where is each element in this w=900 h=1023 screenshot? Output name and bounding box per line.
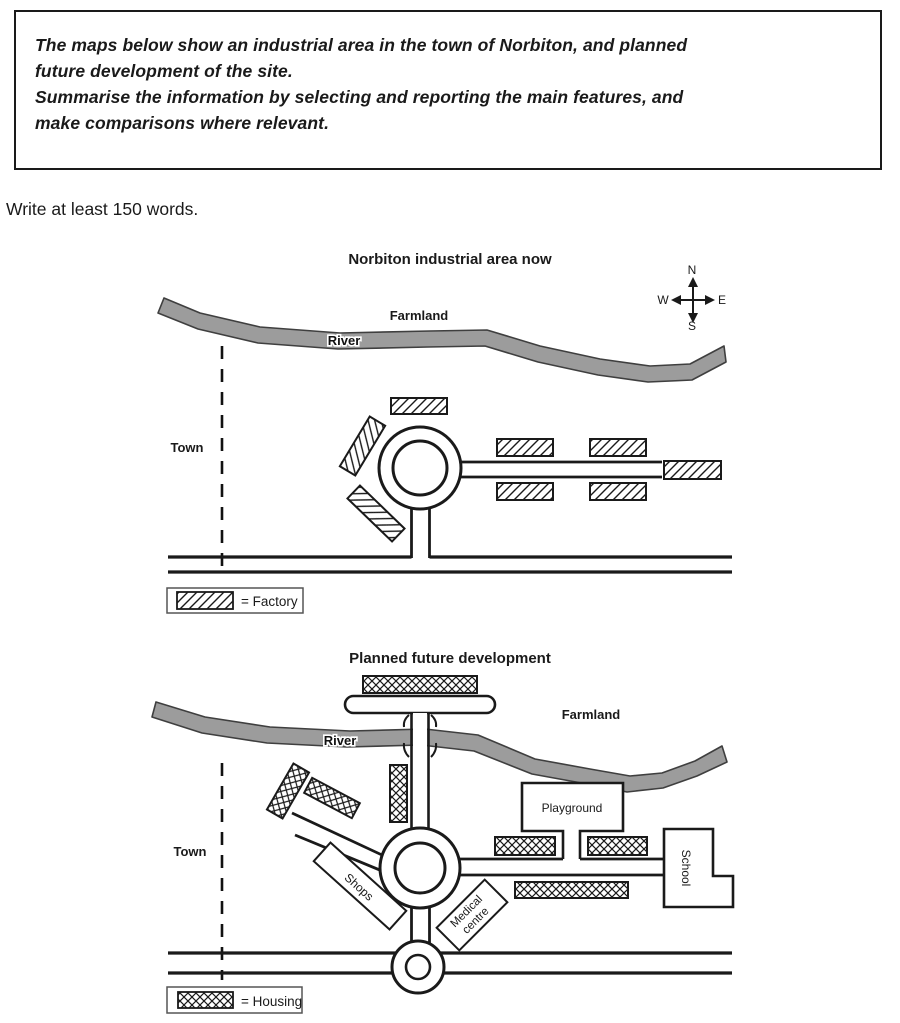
river-label: River xyxy=(328,333,361,348)
factory-swatch xyxy=(176,591,234,610)
compass-e-label: E xyxy=(718,293,726,307)
legend-housing-label: = Housing xyxy=(241,994,302,1009)
housing-block xyxy=(265,762,311,820)
farmland-label: Farmland xyxy=(390,308,449,323)
small-roundabout-inner xyxy=(404,953,432,981)
legend-factory: = Factory xyxy=(166,587,304,614)
housing-block xyxy=(362,675,478,694)
legend-factory-label: = Factory xyxy=(241,594,298,609)
compass-icon xyxy=(671,277,715,323)
bridge-marks xyxy=(402,714,438,758)
main-road xyxy=(168,951,732,975)
map-future-title: Planned future development xyxy=(349,650,551,667)
housing-swatch xyxy=(177,991,234,1009)
factory-blocks xyxy=(338,397,722,543)
playground-outline xyxy=(520,781,625,859)
playground-label: Playground xyxy=(542,801,603,815)
school-label: School xyxy=(679,850,693,887)
map-now: Norbiton industrial area now N W E S Far… xyxy=(157,251,732,614)
housing-block xyxy=(514,881,629,899)
prompt-line: Summarise the information by selecting a… xyxy=(35,87,684,107)
roundabout-inner xyxy=(393,841,447,895)
river-shape xyxy=(151,701,728,793)
factory-block xyxy=(496,438,554,457)
housing-blocks xyxy=(265,762,648,899)
bridge-road xyxy=(402,713,438,833)
factory-block xyxy=(346,484,406,543)
compass-n-label: N xyxy=(688,263,697,277)
factory-block xyxy=(589,482,647,501)
map-future: Planned future development Farmland Rive… xyxy=(151,650,735,1014)
roundabout-inner xyxy=(391,439,449,497)
roads xyxy=(410,460,662,558)
river-shape xyxy=(157,297,727,383)
main-road xyxy=(168,555,732,574)
prompt-line: The maps below show an industrial area i… xyxy=(35,35,688,55)
farmland-label: Farmland xyxy=(562,707,621,722)
shops-building xyxy=(312,841,408,931)
town-label: Town xyxy=(174,844,207,859)
compass-w-label: W xyxy=(657,293,669,307)
factory-block xyxy=(338,415,387,477)
factory-block xyxy=(496,482,554,501)
prompt-line: future development of the site. xyxy=(35,61,293,81)
school-outline xyxy=(662,827,735,909)
word-count-note: Write at least 150 words. xyxy=(6,199,199,219)
factory-block xyxy=(390,397,448,415)
river-label: River xyxy=(324,733,357,748)
legend-housing: = Housing xyxy=(166,986,303,1014)
map-now-title: Norbiton industrial area now xyxy=(348,251,552,268)
prompt-line: make comparisons where relevant. xyxy=(35,113,330,133)
town-label: Town xyxy=(171,440,204,455)
medical-centre-building xyxy=(435,878,509,952)
factory-block xyxy=(663,460,722,480)
riverside-road xyxy=(343,694,497,715)
compass-s-label: S xyxy=(688,319,696,333)
task-prompt-box: The maps below show an industrial area i… xyxy=(14,10,882,170)
housing-block xyxy=(302,776,362,820)
housing-block xyxy=(494,836,556,856)
factory-block xyxy=(589,438,647,457)
housing-block xyxy=(389,764,408,823)
housing-block xyxy=(587,836,648,856)
